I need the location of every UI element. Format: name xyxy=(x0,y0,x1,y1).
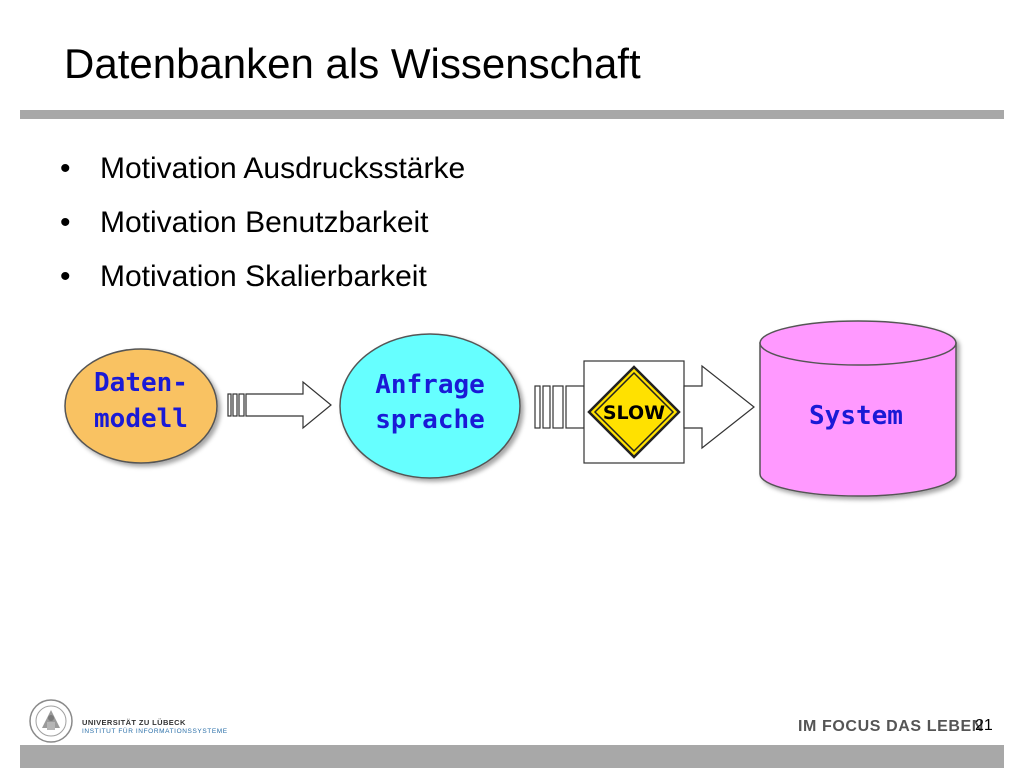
bullet-text: Motivation Ausdrucksstärke xyxy=(100,152,466,185)
arrow-datenmodell-to-anfrage xyxy=(227,380,332,430)
slow-diamond xyxy=(587,365,681,459)
bullet-glyph: • xyxy=(60,152,71,185)
institute-name: INSTITUT FÜR INFORMATIONSSYSTEME xyxy=(82,728,228,735)
system-cylinder-body xyxy=(759,342,957,497)
slide-title: Datenbanken als Wissenschaft xyxy=(64,40,641,87)
arrow-tail-stripe xyxy=(232,393,238,417)
slow-sign: SLOW xyxy=(587,365,681,459)
datenmodell-label-line1: Daten- xyxy=(94,368,188,398)
anfragesprache-ellipse xyxy=(339,333,521,479)
anfragesprache-label-line2: sprache xyxy=(375,405,485,435)
page-number: 21 xyxy=(975,717,993,734)
bullet-item: • Motivation Benutzbarkeit xyxy=(60,196,465,250)
arrow-tail-stripe xyxy=(542,385,551,429)
bullet-text: Motivation Benutzbarkeit xyxy=(100,206,429,239)
slow-diamond-inner-border xyxy=(593,371,675,453)
arrow-tail-stripe xyxy=(238,393,245,417)
bullet-item: • Motivation Skalierbarkeit xyxy=(60,250,465,304)
university-name: UNIVERSITÄT ZU LÜBECK xyxy=(82,718,186,727)
system-label: System xyxy=(809,401,903,431)
slow-sign-text: SLOW xyxy=(603,402,665,424)
bullet-glyph: • xyxy=(60,260,71,293)
system-cylinder-top xyxy=(759,320,957,366)
arrow-tail-stripe xyxy=(534,385,541,429)
anfragesprache-node: Anfrage sprache xyxy=(339,333,521,479)
architecture-diagram: Daten- modell Anfrage sprache SLOW Syste… xyxy=(64,320,957,497)
datenmodell-label-line2: modell xyxy=(94,404,188,434)
anfragesprache-label-line1: Anfrage xyxy=(375,370,485,400)
university-seal-icon xyxy=(29,699,73,743)
bullet-text: Motivation Skalierbarkeit xyxy=(100,260,427,293)
footer-bar xyxy=(20,745,1004,768)
arrow-body xyxy=(245,380,332,430)
arrow-tail-stripe xyxy=(565,385,585,429)
arrow-tail-stripe xyxy=(227,393,232,417)
bullet-glyph: • xyxy=(60,206,71,239)
tagline: IM FOCUS DAS LEBEN xyxy=(798,718,984,735)
arrow-tail-stripe xyxy=(552,385,564,429)
datenmodell-node: Daten- modell xyxy=(64,348,218,464)
arrow-head xyxy=(683,364,755,450)
datenmodell-ellipse xyxy=(64,348,218,464)
title-divider xyxy=(20,110,1004,119)
bullet-list: • Motivation Ausdrucksstärke • Motivatio… xyxy=(60,142,465,304)
system-node xyxy=(759,320,957,497)
bullet-item: • Motivation Ausdrucksstärke xyxy=(60,142,465,196)
